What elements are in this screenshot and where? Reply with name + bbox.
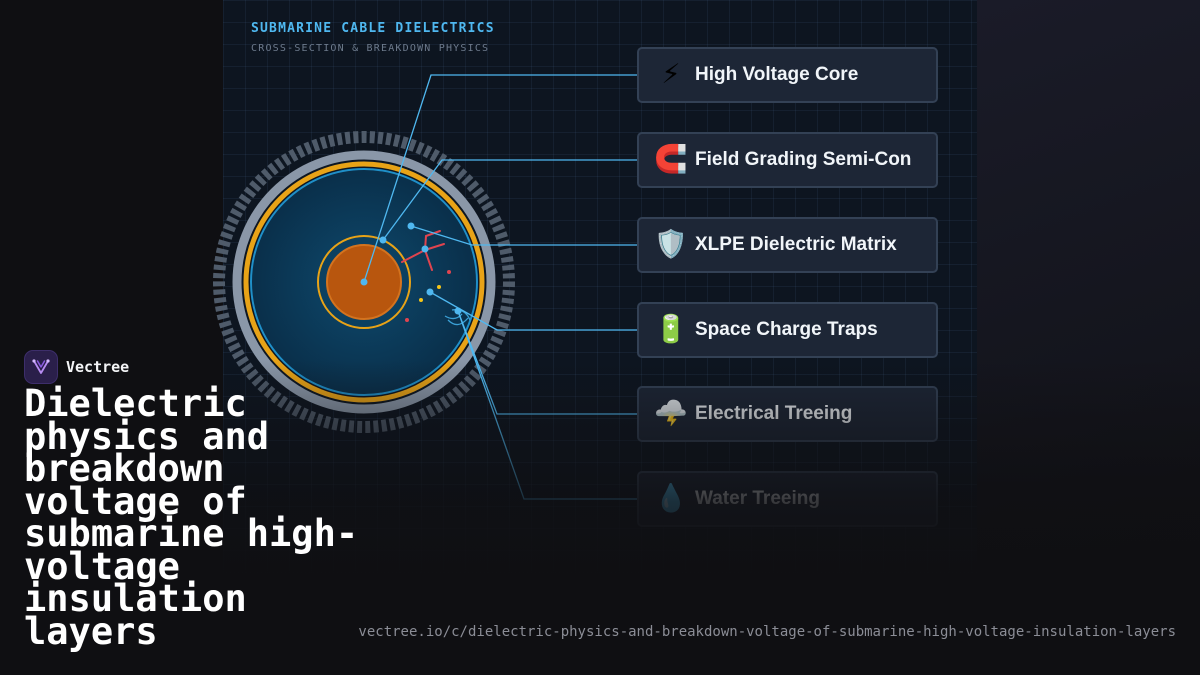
layer-card-label: Field Grading Semi-Con bbox=[695, 149, 912, 170]
page-url[interactable]: vectree.io/c/dielectric-physics-and-brea… bbox=[358, 624, 1176, 640]
layer-card-label: Electrical Treeing bbox=[695, 403, 853, 424]
layer-card-electrical-treeing[interactable]: 🌩️ Electrical Treeing bbox=[637, 386, 938, 442]
layer-card-space-charge-traps[interactable]: 🔋 Space Charge Traps bbox=[637, 302, 938, 358]
layer-card-label: Space Charge Traps bbox=[695, 319, 878, 340]
layer-card-label: High Voltage Core bbox=[695, 64, 859, 85]
lightning-icon: ⚡ bbox=[661, 59, 681, 90]
magnet-icon: 🧲 bbox=[654, 144, 688, 175]
vectree-logo-icon bbox=[24, 350, 58, 384]
battery-icon: 🔋 bbox=[654, 314, 688, 345]
inner-semicon-ring bbox=[317, 235, 411, 329]
layer-card-xlpe-matrix[interactable]: 🛡️ XLPE Dielectric Matrix bbox=[637, 217, 938, 273]
layer-card-label: XLPE Dielectric Matrix bbox=[695, 234, 897, 255]
layer-card-high-voltage-core[interactable]: ⚡ High Voltage Core bbox=[637, 47, 938, 103]
water-drop-icon: 💧 bbox=[654, 483, 688, 514]
armor-wire-ring bbox=[213, 131, 515, 433]
water-tree bbox=[444, 309, 471, 326]
shield-icon: 🛡️ bbox=[654, 229, 688, 260]
diagram-subtitle: CROSS-SECTION & BREAKDOWN PHYSICS bbox=[251, 43, 490, 54]
diagram-eyebrow: SUBMARINE CABLE DIELECTRICS bbox=[251, 21, 495, 36]
anchor-dots bbox=[360, 222, 462, 315]
page-title: Dielectric physics and breakdown voltage… bbox=[24, 382, 359, 653]
space-charge-dots bbox=[405, 270, 451, 322]
brand[interactable]: Vectree bbox=[24, 350, 129, 384]
layer-card-water-treeing[interactable]: 💧 Water Treeing bbox=[637, 471, 938, 527]
brand-name: Vectree bbox=[66, 358, 130, 376]
layer-card-field-grading[interactable]: 🧲 Field Grading Semi-Con bbox=[637, 132, 938, 188]
storm-icon: 🌩️ bbox=[654, 398, 688, 429]
layer-card-label: Water Treeing bbox=[695, 488, 820, 509]
